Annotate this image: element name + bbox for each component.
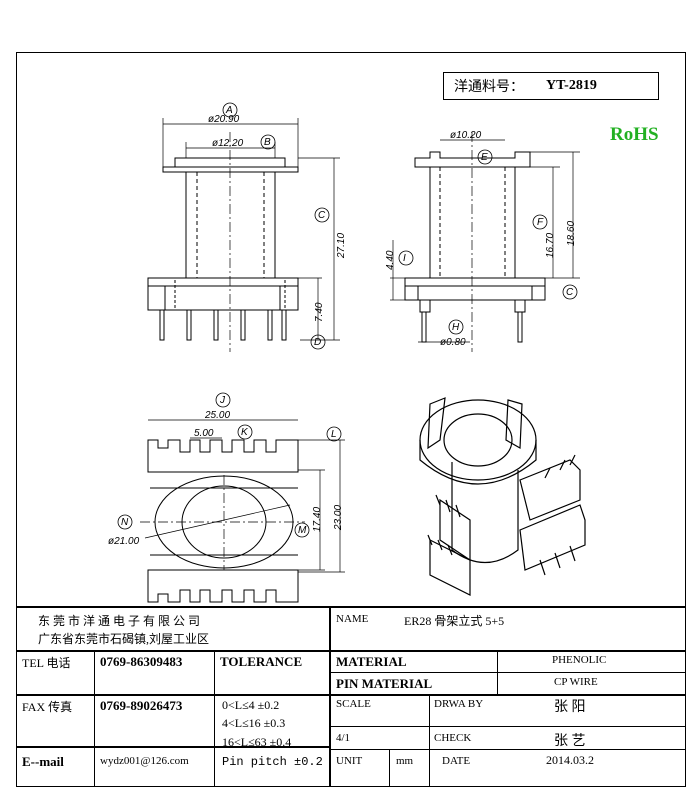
dim-m: 17.40 xyxy=(312,507,323,532)
part-number-value: YT-2819 xyxy=(546,78,597,93)
rohs-mark: RoHS xyxy=(610,124,659,145)
dim-d: 7.40 xyxy=(314,302,325,322)
date-value: 2014.03.2 xyxy=(546,753,594,767)
pin-material-value: CP WIRE xyxy=(554,676,598,688)
pin-material-label: PIN MATERIAL xyxy=(336,676,433,691)
scale-label: SCALE xyxy=(336,698,371,710)
bottom-view xyxy=(140,419,345,603)
dim-e: ø10.20 xyxy=(450,130,482,141)
tolerance-row-3: 16<L≤63 ±0.4 xyxy=(222,735,292,749)
unit-label: UNIT xyxy=(336,755,363,767)
unit-value: mm xyxy=(396,755,414,767)
side-view xyxy=(390,132,580,352)
dim-dia21: ø21.00 xyxy=(108,536,140,547)
part-number-box: 洋通料号： YT-2819 xyxy=(443,72,659,100)
fax-value: 0769-89026473 xyxy=(100,698,183,713)
balloon-k: K xyxy=(241,427,249,438)
fax-label: FAX 传真 xyxy=(22,700,73,714)
dim-a: ø20.90 xyxy=(208,114,240,125)
material-label: MATERIAL xyxy=(336,654,407,669)
isometric-view xyxy=(419,397,586,596)
balloon-m: M xyxy=(298,525,307,536)
balloon-d: D xyxy=(314,337,321,348)
company-address: 广东省东莞市石碣镇,刘屋工业区 xyxy=(38,632,210,646)
dim-j: 25.00 xyxy=(204,410,230,421)
balloon-j: J xyxy=(219,395,226,406)
drawby-value: 张 阳 xyxy=(554,700,586,715)
tolerance-label: TOLERANCE xyxy=(220,654,303,669)
dim-f: 16.70 xyxy=(545,233,556,258)
tel-label: TEL 电话 xyxy=(22,656,71,670)
dim-k: 5.00 xyxy=(194,428,214,439)
balloon-b: B xyxy=(264,137,271,148)
scale-value: 4/1 xyxy=(336,732,351,744)
material-value: PHENOLIC xyxy=(552,654,607,666)
tolerance-row-1: 0<L≤4 ±0.2 xyxy=(222,698,280,712)
balloon-l: L xyxy=(331,429,337,440)
balloon-h: H xyxy=(452,322,460,333)
tolerance-row-2: 4<L≤16 ±0.3 xyxy=(222,716,286,730)
company-name: 东 莞 市 洋 通 电 子 有 限 公 司 xyxy=(38,614,201,628)
title-block: 东 莞 市 洋 通 电 子 有 限 公 司 广东省东莞市石碣镇,刘屋工业区 NA… xyxy=(16,606,686,787)
part-number-label: 洋通料号： xyxy=(454,80,524,95)
dim-c: 27.10 xyxy=(336,233,347,259)
date-label: DATE xyxy=(442,755,471,767)
drawing-sheet-border xyxy=(16,52,686,787)
drawby-label: DRWA BY xyxy=(434,698,484,710)
balloon-i: I xyxy=(403,253,406,264)
name-value: ER28 骨架立式 5+5 xyxy=(404,614,505,628)
tolerance-row-4: Pin pitch ±0.2 xyxy=(222,755,323,769)
balloon-c: C xyxy=(318,210,326,221)
balloon-e: E xyxy=(481,152,488,163)
balloon-c2: C xyxy=(566,287,574,298)
balloon-n: N xyxy=(121,517,129,528)
balloon-f: F xyxy=(537,217,544,228)
name-label: NAME xyxy=(336,613,369,625)
front-view xyxy=(147,118,340,352)
email-value: wydz001@126.com xyxy=(100,755,189,767)
dim-i: 4.40 xyxy=(385,250,396,270)
technical-drawing: ø20.90 ø12.20 27.10 7.40 A B C D xyxy=(108,102,586,603)
check-label: CHECK xyxy=(434,732,472,744)
dim-b: ø12.20 xyxy=(212,138,244,149)
email-label: E--mail xyxy=(22,754,64,769)
balloon-a: A xyxy=(225,105,233,116)
dim-h: ø0.80 xyxy=(440,337,466,348)
tel-value: 0769-86309483 xyxy=(100,654,183,669)
dim-g: 18.60 xyxy=(566,221,577,246)
balloons-front xyxy=(222,102,330,350)
check-value: 张 艺 xyxy=(554,734,586,749)
dim-n: 23.00 xyxy=(333,505,344,531)
